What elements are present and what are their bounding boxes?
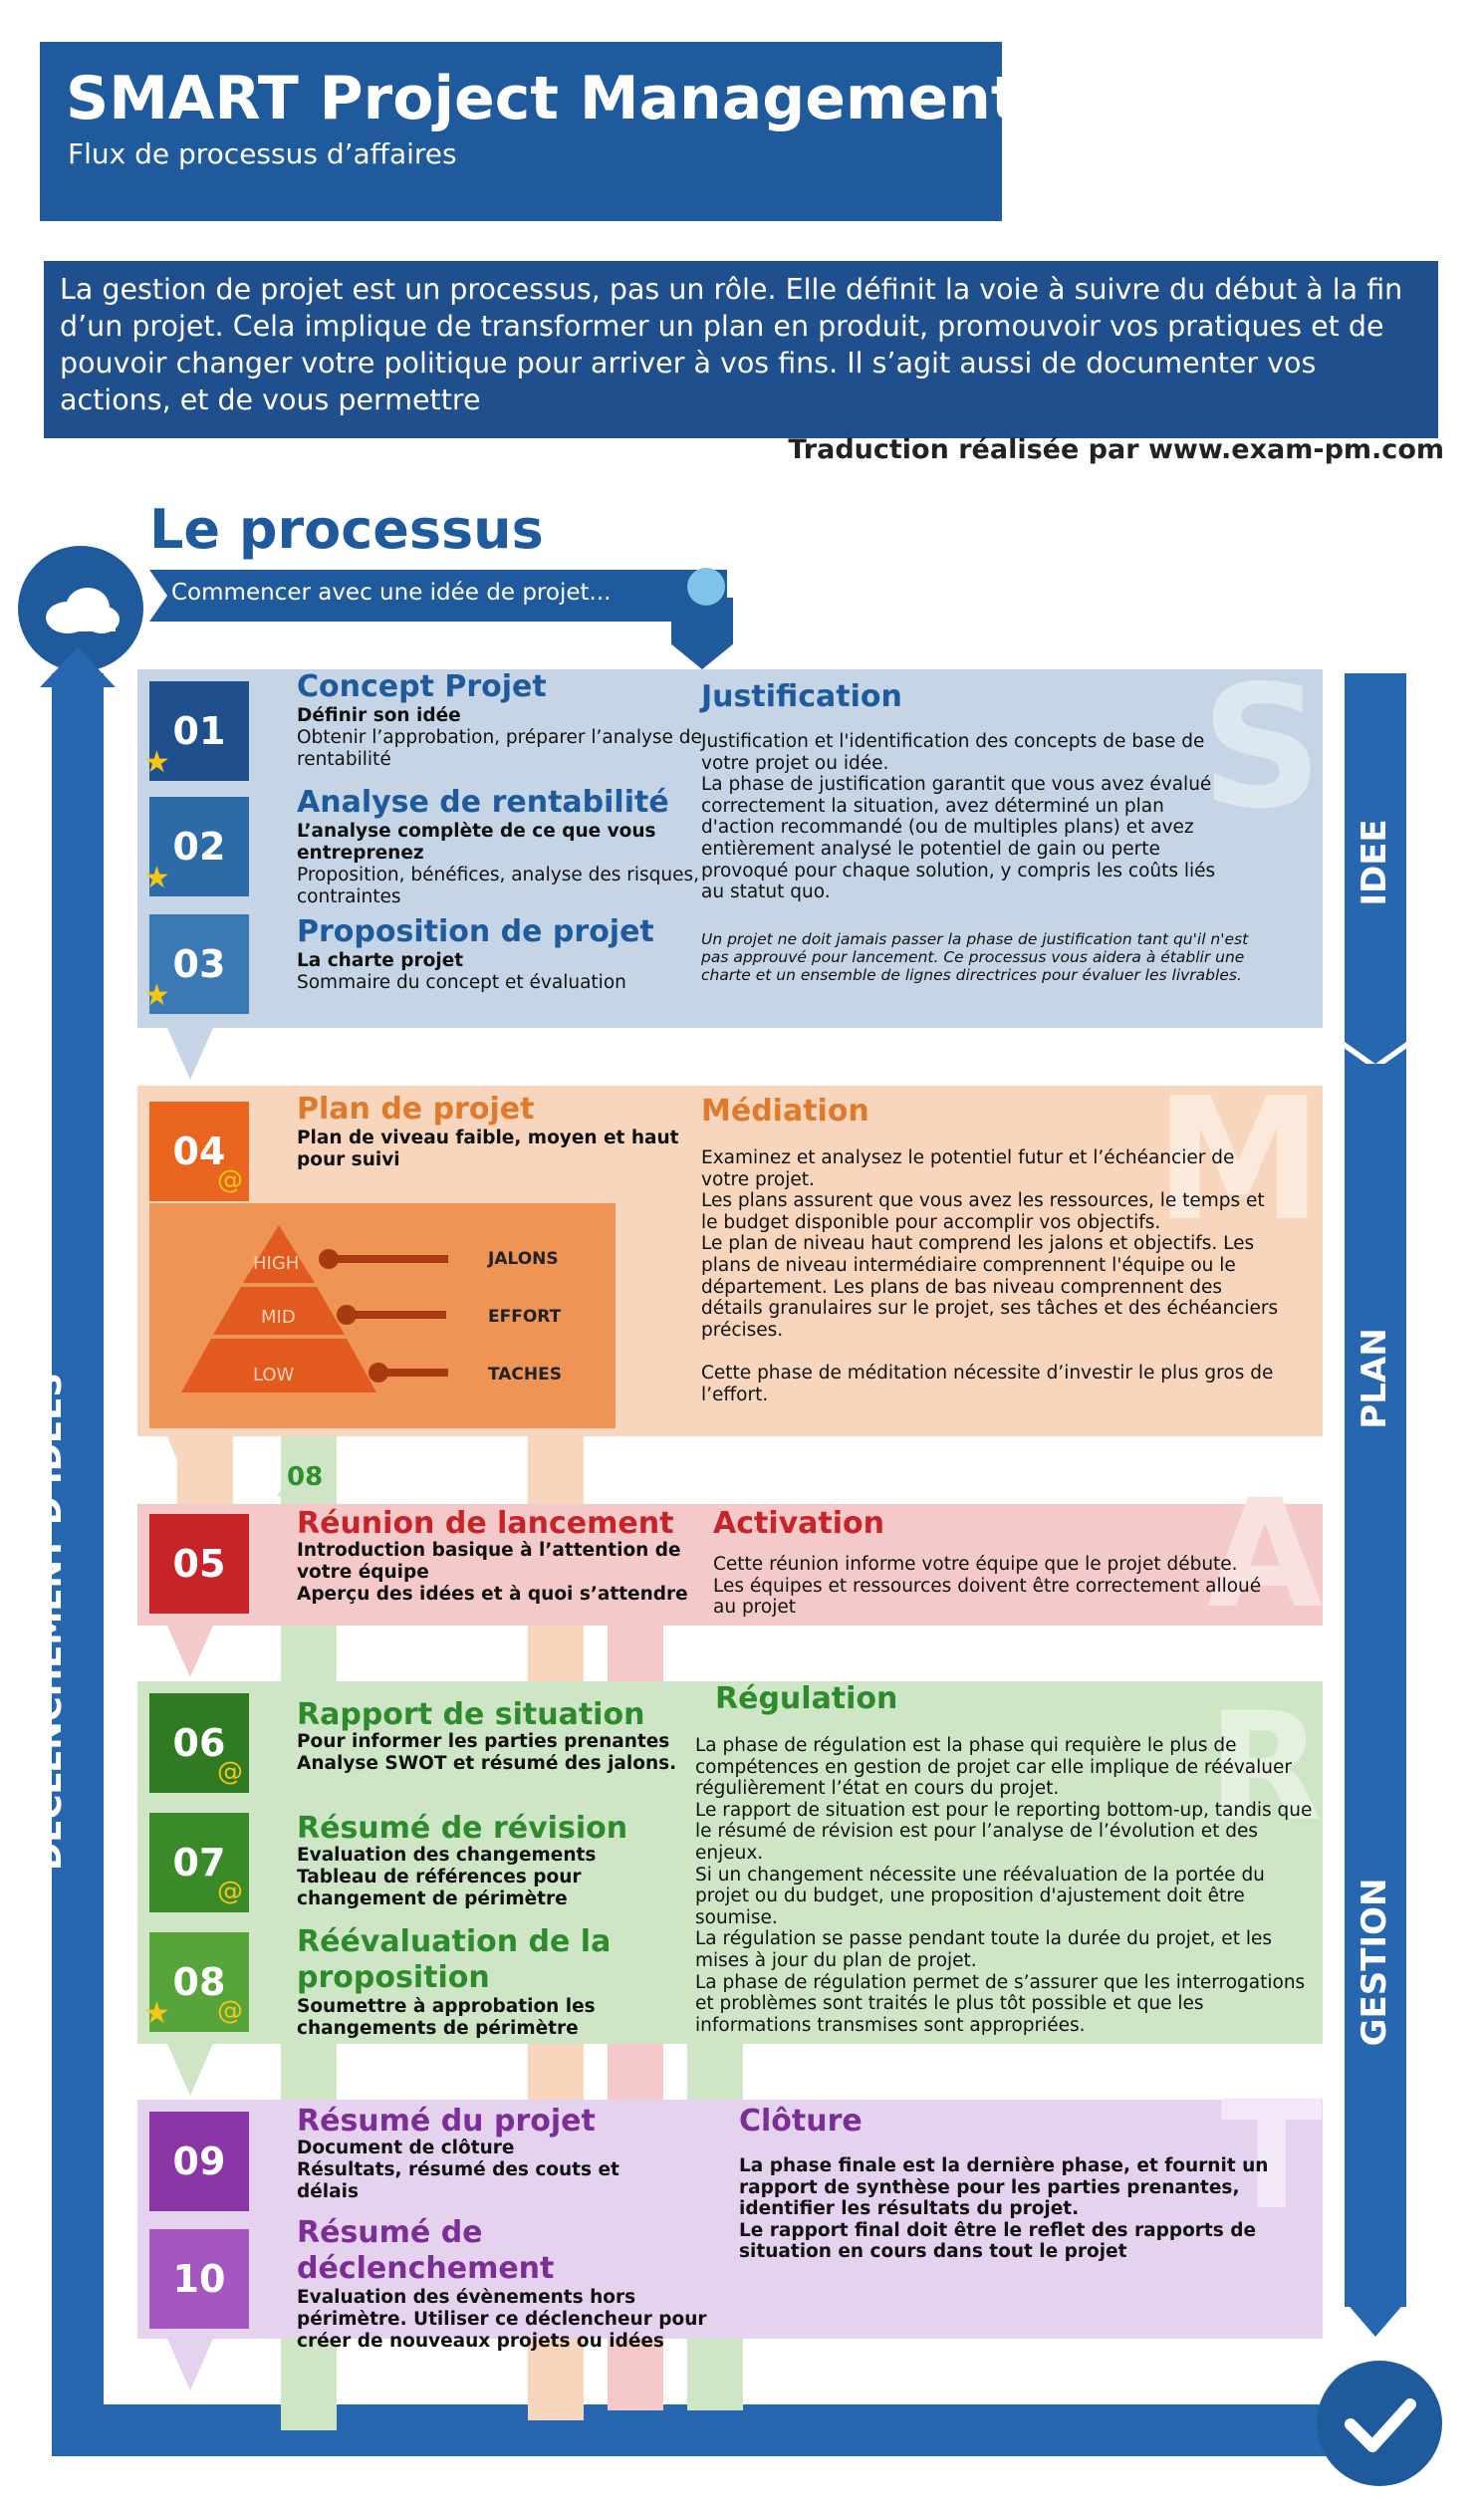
letter-a: A: [1206, 1468, 1323, 1641]
step-number: 10: [149, 2229, 249, 2329]
page-title: SMART Project Management: [66, 64, 1020, 133]
step-title: Réunion de lancement: [297, 1506, 674, 1541]
credit-text: Traduction réalisée par www.exam-pm.com: [788, 434, 1444, 465]
letter-s: S: [1200, 649, 1323, 847]
intro-box: La gestion de projet est un processus, p…: [44, 261, 1438, 438]
spiral-icon: @: [217, 1996, 243, 2026]
step-number: 01: [149, 681, 249, 781]
star-icon: ★: [143, 745, 170, 780]
phase-title: Régulation: [715, 1681, 898, 1716]
section-regulation: R 06 @ Rapport de situation Pour informe…: [137, 1681, 1323, 2044]
down-arrow: [167, 2339, 213, 2390]
process-title: Le processus: [149, 498, 544, 561]
check-icon: [1345, 2398, 1416, 2452]
step-title: Concept Projet: [297, 669, 547, 704]
pyramid-mid: MID: [261, 1307, 296, 1328]
down-arrow: [167, 2044, 213, 2096]
section-cloture: T 09 Résumé du projet Document de clôtur…: [137, 2070, 1323, 2352]
step-title: Proposition de projet: [297, 914, 654, 949]
label-declenchement: DECLENCHEMENT D’IDEES: [30, 1373, 70, 1871]
phase-title: Clôture: [739, 2104, 863, 2139]
step-number: 06: [149, 1693, 249, 1793]
step-number: 05: [149, 1514, 249, 1614]
step-title: Réévaluation de la proposition: [297, 1924, 612, 1995]
marker-08: 08: [287, 1462, 324, 1492]
pyramid-jalons: JALONS: [488, 1249, 559, 1269]
step-number: 08: [149, 1932, 249, 2032]
step-number: 04: [149, 1102, 249, 1201]
step-desc: Evaluation des évènements hors périmètre…: [297, 2287, 707, 2352]
phase-title: Justification: [701, 679, 902, 714]
step-title: Analyse de rentabilité: [297, 785, 669, 820]
pyramid-low: LOW: [253, 1365, 295, 1385]
step-title: Plan de projet: [297, 1092, 535, 1127]
step-number: 09: [149, 2112, 249, 2211]
spiral-icon: @: [217, 1757, 243, 1787]
start-arrow: [671, 598, 733, 669]
pyramid-taches: TACHES: [488, 1365, 562, 1384]
page-subtitle: Flux de processus d’affaires: [68, 137, 457, 170]
pyramid-chart: [181, 1225, 448, 1392]
phase-note: Un projet ne doit jamais passer la phase…: [701, 930, 1249, 984]
phase-body: La phase finale est la dernière phase, e…: [739, 2155, 1269, 2263]
start-text: Commencer avec une idée de projet...: [171, 580, 612, 606]
start-ribbon: [149, 570, 727, 622]
step-title: Résumé du projet: [297, 2104, 596, 2139]
cloud-icon: [46, 588, 120, 633]
pyramid-high: HIGH: [253, 1253, 300, 1274]
phase-body: Examinez et analysez le potentiel futur …: [701, 1147, 1279, 1405]
phase-body: Justification et l'identification des co…: [701, 731, 1216, 903]
right-flow-bar: [1345, 673, 1406, 2307]
label-plan: PLAN: [1355, 1328, 1394, 1429]
down-arrow: [167, 1626, 213, 1677]
star-icon: ★: [143, 1996, 170, 2031]
step-title: Rapport de situation: [297, 1697, 645, 1732]
intro-text: La gestion de projet est un processus, p…: [60, 273, 1403, 416]
right-flow-arrowhead: [1345, 2301, 1406, 2337]
label-gestion: GESTION: [1355, 1878, 1394, 2047]
header-banner: SMART Project Management Flux de process…: [40, 42, 1020, 221]
spiral-icon: @: [217, 1877, 243, 1906]
step-desc: L’analyse complète de ce que vous entrep…: [297, 821, 700, 907]
spiral-icon: @: [217, 1165, 243, 1195]
dot-accent: [687, 568, 725, 606]
bottom-flow-bar: [52, 2404, 1357, 2456]
letter-t: T: [1220, 2070, 1323, 2243]
left-flow-bar: [52, 673, 104, 2456]
step-number: 03: [149, 914, 249, 1014]
letter-m: M: [1153, 1062, 1323, 1259]
section-mediation: M 04 @ Plan de projet Plan de viveau fai…: [137, 1062, 1323, 1436]
step-number: 07: [149, 1813, 249, 1912]
phase-title: Activation: [713, 1506, 885, 1541]
step-title: Résumé de déclenchement: [297, 2215, 555, 2286]
star-icon: ★: [143, 861, 170, 895]
phase-body: La phase de régulation est la phase qui …: [695, 1735, 1313, 2036]
section-activation: A 05 Réunion de lancement Introduction b…: [137, 1468, 1323, 1641]
phase-title: Médiation: [701, 1094, 869, 1129]
down-arrow: [167, 1028, 213, 1080]
phase-body: Cette réunion informe votre équipe que l…: [713, 1554, 1262, 1619]
pyramid-effort: EFFORT: [488, 1307, 562, 1327]
check-badge: [1317, 2361, 1442, 2486]
step-desc: Plan de viveau faible, moyen et haut pou…: [297, 1128, 679, 1170]
pyramid-panel: HIGH MID LOW JALONS EFFORT TACHES: [149, 1203, 616, 1428]
cloud-badge: [18, 546, 143, 671]
label-idee: IDEE: [1355, 819, 1394, 906]
step-number: 02: [149, 797, 249, 896]
letter-r: R: [1207, 1681, 1323, 1855]
step-desc: Soumettre à approbation les changements …: [297, 1996, 596, 2039]
step-title: Résumé de révision: [297, 1811, 628, 1846]
star-icon: ★: [143, 978, 170, 1013]
step-desc: Introduction basique à l’attention de vo…: [297, 1540, 688, 1605]
